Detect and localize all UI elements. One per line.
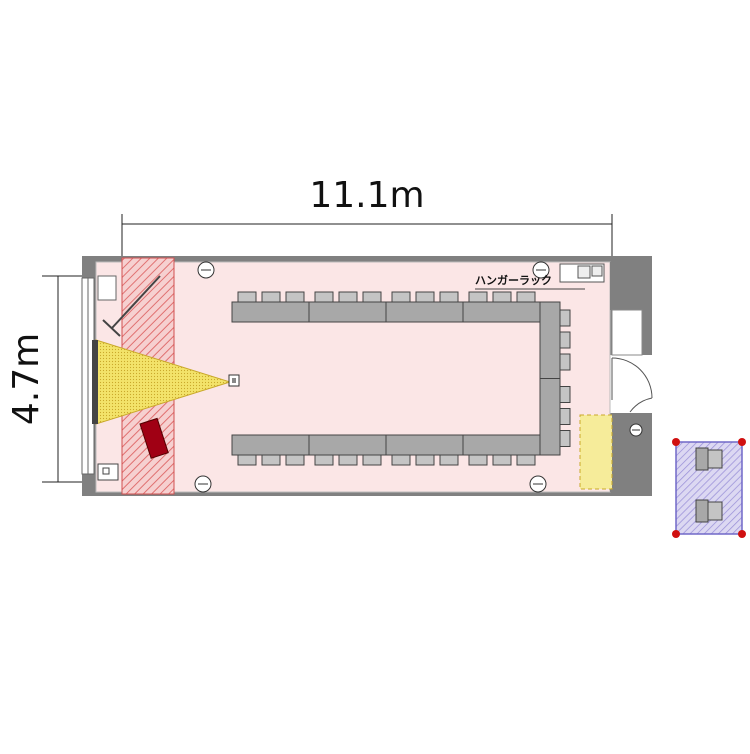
chair xyxy=(492,454,512,466)
chair xyxy=(415,291,435,303)
width-label: 11.1m xyxy=(309,175,424,216)
projector-beam xyxy=(92,339,240,425)
chair xyxy=(415,454,435,466)
selected-table-unit[interactable] xyxy=(672,438,746,538)
chair xyxy=(338,291,358,303)
chair xyxy=(559,430,571,447)
chair xyxy=(314,454,334,466)
chair xyxy=(285,454,305,466)
chair xyxy=(559,331,571,349)
hanger-rack: ハンガーラック xyxy=(475,263,605,290)
chair xyxy=(261,291,281,303)
table xyxy=(231,434,310,456)
table xyxy=(539,378,561,456)
depth-label: 4.7m xyxy=(6,333,47,425)
u-shape-tables xyxy=(231,291,571,466)
table xyxy=(462,301,541,323)
table xyxy=(308,434,387,456)
chair xyxy=(516,291,536,303)
width-dimension: 11.1m xyxy=(121,175,613,258)
pillars xyxy=(194,261,550,493)
chair xyxy=(285,291,305,303)
table xyxy=(462,434,541,456)
chair xyxy=(468,454,488,466)
left-top-fixture xyxy=(97,275,117,301)
chair xyxy=(559,408,571,425)
chair xyxy=(338,454,358,466)
resize-handle-top-right[interactable] xyxy=(738,438,746,446)
right-wall-upper xyxy=(610,262,640,310)
chair xyxy=(362,291,382,303)
chair xyxy=(261,454,281,466)
chair xyxy=(362,454,382,466)
table xyxy=(539,301,561,379)
resize-handle-top-left[interactable] xyxy=(672,438,680,446)
chair xyxy=(559,386,571,403)
chair xyxy=(439,454,459,466)
chair xyxy=(314,291,334,303)
right-wall-lower xyxy=(610,452,640,492)
hanger-rack-label: ハンガーラック xyxy=(475,273,552,287)
table xyxy=(385,434,464,456)
chair xyxy=(468,291,488,303)
resize-handle-bottom-left[interactable] xyxy=(672,530,680,538)
chair xyxy=(439,291,459,303)
resize-handle-bottom-right[interactable] xyxy=(738,530,746,538)
table xyxy=(231,301,310,323)
right-outlet-icon xyxy=(629,423,643,437)
door-recess xyxy=(611,309,643,356)
chair xyxy=(559,309,571,327)
table xyxy=(308,301,387,323)
chair xyxy=(237,454,257,466)
chair xyxy=(237,291,257,303)
chair xyxy=(559,353,571,371)
outlet-icon xyxy=(97,463,119,481)
chair xyxy=(391,291,411,303)
table xyxy=(385,301,464,323)
chair xyxy=(516,454,536,466)
chair xyxy=(391,454,411,466)
podium xyxy=(139,417,169,459)
door-swing xyxy=(611,357,653,413)
screen-stand xyxy=(102,275,161,337)
storage-area xyxy=(579,414,613,490)
chair xyxy=(492,291,512,303)
depth-dimension: 4.7m xyxy=(6,275,120,483)
